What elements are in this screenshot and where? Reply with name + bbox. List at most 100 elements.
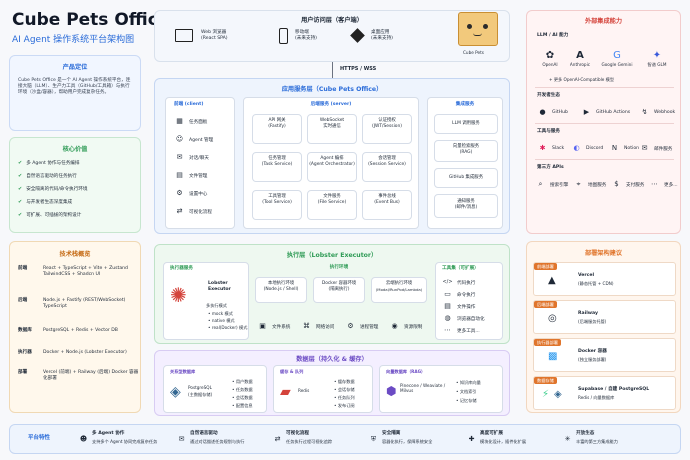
browser-icon: ◍ bbox=[444, 314, 451, 322]
client-mobile: 移动端(未来支持) bbox=[295, 30, 317, 42]
file-icon: ▤ bbox=[176, 171, 183, 179]
tech-key: 部署 bbox=[18, 370, 28, 375]
app-layer: 应用服务层（Cube Pets Office） 前端 (client) ▦任务面… bbox=[154, 78, 510, 234]
backend-box: 工具管理(Tool Service) bbox=[252, 190, 302, 220]
protocol-label: HTTPS / WSS bbox=[340, 66, 377, 72]
backend-box: 认证授权(JWT/Session) bbox=[362, 114, 412, 144]
tech-card: 技术栈概览 前端 React + TypeScript + Vite + Zus… bbox=[9, 241, 141, 413]
features-title: 平台特性 bbox=[28, 435, 51, 441]
postgres-icon: ◈ bbox=[554, 389, 562, 400]
page-title: Cube Pets Office bbox=[12, 10, 170, 30]
mascot-label: Cube Pets bbox=[463, 50, 484, 55]
mobile-icon bbox=[279, 28, 288, 44]
client-desktop: 桌面应用(未来支持) bbox=[371, 30, 393, 42]
monitor-icon bbox=[175, 29, 193, 42]
check-icon: ✔ bbox=[18, 186, 23, 192]
tech-key: 数据库 bbox=[18, 328, 32, 333]
chat-icon: ✉ bbox=[176, 153, 183, 161]
frontend-item[interactable]: ✉对话/聊天 bbox=[174, 152, 209, 163]
tool-item: </>代码执行 bbox=[442, 277, 475, 288]
puzzle-icon: ✚ bbox=[468, 435, 475, 443]
value-item: ✔自然语言驱动的任务执行 bbox=[18, 173, 77, 179]
tech-key: 后端 bbox=[18, 298, 28, 303]
deploy-item: 前端部署 ▲ Vercel (静态托管 + CDN) bbox=[533, 262, 676, 296]
github-icon: ● bbox=[539, 108, 546, 116]
third-api: ⋯更多... bbox=[651, 180, 678, 188]
webhook-icon: ↯ bbox=[641, 108, 648, 116]
search-icon: ⌕ bbox=[538, 180, 543, 188]
tech-value: PostgreSQL + Redis + Vector DB bbox=[43, 328, 118, 333]
env-box: 云端执行环境(Modal/RunPod/Lambda) bbox=[371, 277, 427, 303]
tool-service: ◐Discord bbox=[571, 143, 603, 154]
client-layer: 用户访问层（客户端） Web 浏览器(React SPA) 移动端(未来支持) … bbox=[154, 10, 510, 62]
exec-resource: ▣文件系统 bbox=[257, 321, 290, 332]
env-box: 本地执行环境(Node.js / Shell) bbox=[255, 277, 307, 303]
tech-key: 前端 bbox=[18, 266, 28, 271]
chat-icon: ✉ bbox=[178, 435, 185, 443]
file-icon: ▤ bbox=[444, 302, 451, 310]
tech-title: 技术栈概览 bbox=[59, 251, 91, 258]
frontend-item[interactable]: ▤文件管理 bbox=[174, 170, 207, 181]
check-icon: ✔ bbox=[18, 160, 23, 166]
env-box: Docker 容器环境(隔离执行) bbox=[313, 277, 365, 303]
check-icon: ✔ bbox=[18, 173, 23, 179]
frontend-item[interactable]: ☺Agent 管理 bbox=[175, 135, 214, 143]
discord-icon: ◐ bbox=[573, 144, 580, 152]
glm-item: ✦智谱 GLM bbox=[637, 49, 677, 67]
backend-title: 后端服务 (server) bbox=[310, 102, 352, 107]
rel-db-panel: 关系型数据库 ◈ PostgreSQL (主数据存储) • 用户数据 • 任务数… bbox=[163, 365, 267, 413]
flow-icon: ⇄ bbox=[176, 207, 183, 215]
integration-title: 集成服务 bbox=[455, 102, 475, 107]
docker-icon: ▩ bbox=[548, 351, 558, 362]
tech-value: Vercel (前端) + Railway (后端) Docker 容器化部署 bbox=[43, 370, 139, 382]
frontend-item[interactable]: ⇄可视化流程 bbox=[174, 206, 212, 217]
tech-value: Node.js + Fastify (REST/WebSocket) TypeS… bbox=[43, 298, 126, 310]
vector-panel: 向量数据库（RAG） ⬢ Pinecone / Weaviate / Milvu… bbox=[379, 365, 503, 413]
tech-value: React + TypeScript + Vite + Zustand Tail… bbox=[43, 266, 128, 278]
gear-icon: ⚙ bbox=[176, 189, 183, 197]
more-icon: ⋯ bbox=[444, 326, 451, 334]
tools-title: 工具与服务 bbox=[537, 129, 560, 134]
value-item: ✔可扩展、可插拔的架构设计 bbox=[18, 212, 82, 218]
values-card: 核心价值 ✔多 Agent 协作与任务编排 ✔自然语言驱动的任务执行 ✔安全隔离… bbox=[9, 137, 141, 233]
backend-box: 任务管理(Task Service) bbox=[252, 152, 302, 182]
supabase-icon: ⚡ bbox=[542, 389, 550, 400]
tool-item: ▤文件操作 bbox=[442, 301, 475, 312]
exec-resource: ⌘网络访问 bbox=[303, 322, 335, 330]
exec-title: 执行层（Lobster Executor） bbox=[286, 252, 378, 259]
tool-item: ⋯更多工具... bbox=[444, 326, 480, 334]
integration-box: 向量检索服务(RAG) bbox=[434, 140, 498, 162]
backend-box: Agent 编排(Agent Orchestrator) bbox=[307, 152, 357, 182]
tool-service: ✉邮件服务 bbox=[639, 143, 673, 154]
deploy-item: 执行器部署 ▩ Docker 容器 (独立服务部署) bbox=[533, 338, 676, 372]
redis-icon: ▰ bbox=[280, 384, 291, 400]
network-icon: ⌘ bbox=[303, 322, 310, 330]
data-layer: 数据层（持久化 & 缓存） 关系型数据库 ◈ PostgreSQL (主数据存储… bbox=[154, 350, 510, 416]
code-icon: </> bbox=[442, 279, 453, 285]
openai-icon: ✿ bbox=[545, 50, 555, 61]
data-title: 数据层（持久化 & 缓存） bbox=[296, 356, 368, 363]
value-item: ✔多 Agent 协作与任务编排 bbox=[18, 160, 80, 166]
client-web: Web 浏览器(React SPA) bbox=[201, 30, 228, 42]
frontend-item[interactable]: ▦任务面板 bbox=[174, 116, 207, 127]
glm-icon: ✦ bbox=[652, 50, 662, 61]
backend-box: 文件服务(File Service) bbox=[307, 190, 357, 220]
dashboard-icon: ▦ bbox=[176, 117, 183, 125]
more-icon: ⋯ bbox=[651, 180, 658, 188]
executor-panel: 执行器服务 ✺ Lobster Executor 多执行模式 • mock 模式… bbox=[163, 262, 249, 340]
tool-service: ✱Slack bbox=[537, 143, 565, 154]
frontend-item[interactable]: ⚙设置中心 bbox=[174, 188, 207, 199]
exec-layer: 执行层（Lobster Executor） 执行器服务 ✺ Lobster Ex… bbox=[154, 244, 510, 344]
product-title: 产品定位 bbox=[62, 64, 88, 71]
cube-icon bbox=[350, 28, 365, 43]
deploy-item: 数据存储 ⚡ ◈ Supabase / 自建 PostgreSQL Redis … bbox=[533, 376, 676, 410]
dev-item: ↯Webhook bbox=[639, 107, 676, 118]
limit-icon: ◉ bbox=[391, 322, 398, 330]
env-title: 执行环境 bbox=[329, 265, 349, 270]
check-icon: ✔ bbox=[18, 212, 23, 218]
dev-item: ●GitHub bbox=[537, 107, 567, 118]
